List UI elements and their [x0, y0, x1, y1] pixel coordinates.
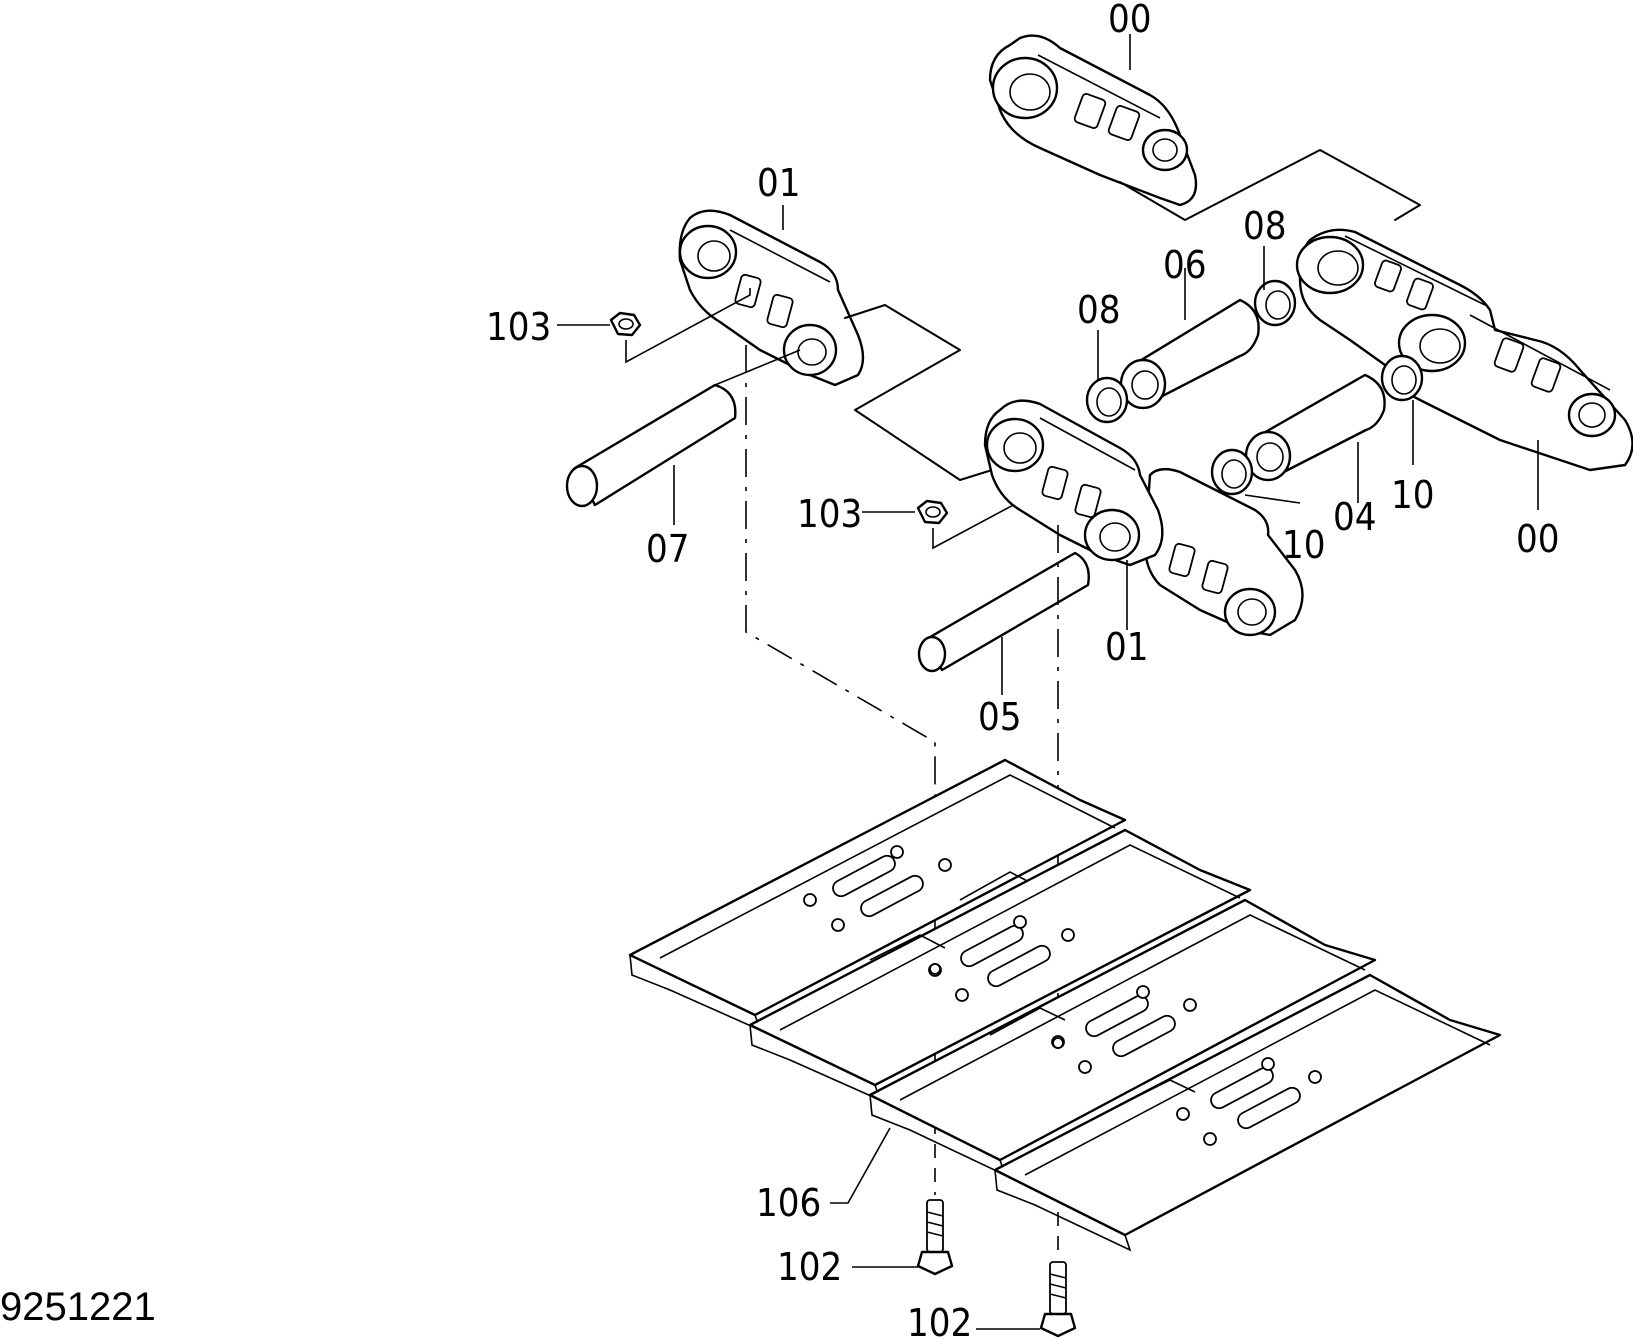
callout-pin-center: 05: [978, 695, 1022, 739]
callout-seal-lower-left: 10: [1282, 523, 1326, 567]
bolt-left: [916, 1199, 954, 1276]
callout-link-left: 01: [757, 161, 801, 205]
callout-bushing-lower: 04: [1333, 495, 1377, 539]
callout-seal-upper-right: 08: [1243, 204, 1287, 248]
callout-bushing-upper: 06: [1163, 243, 1207, 287]
track-shoe-assembly: [628, 758, 1502, 1252]
nut-left: [609, 311, 642, 337]
seal-lower-right: [1380, 354, 1424, 402]
track-link-left: [678, 209, 865, 387]
callout-pin-left: 07: [646, 527, 690, 571]
bushing-lower: [1244, 373, 1386, 482]
bushing-upper: [1119, 298, 1260, 410]
drawing-number: 9251221: [0, 1285, 156, 1329]
leader-lines: [557, 34, 1539, 1330]
callout-bolt-right: 102: [907, 1301, 972, 1340]
track-link-center: [983, 399, 1304, 637]
callout-link-center: 01: [1105, 625, 1149, 669]
callout-nut-left: 103: [486, 305, 551, 349]
pin-left: [565, 383, 737, 508]
callout-shoe: 106: [756, 1181, 821, 1225]
track-link-top-right: [988, 34, 1198, 207]
bolt-right: [1039, 1261, 1077, 1338]
callout-seal-upper-left: 08: [1077, 288, 1121, 332]
callout-link-top-right: 00: [1108, 0, 1152, 41]
callout-nut-center: 103: [797, 492, 862, 536]
seal-lower-left: [1210, 448, 1254, 496]
callout-link-bottom-right: 00: [1516, 517, 1560, 561]
callout-bolt-left: 102: [777, 1245, 842, 1289]
nut-center: [916, 499, 949, 525]
callout-seal-lower-right: 10: [1391, 473, 1435, 517]
seal-upper-left: [1085, 376, 1129, 424]
track-link-bottom-right: [1295, 228, 1633, 472]
pin-center: [917, 551, 1090, 673]
seal-upper-right: [1253, 279, 1297, 327]
